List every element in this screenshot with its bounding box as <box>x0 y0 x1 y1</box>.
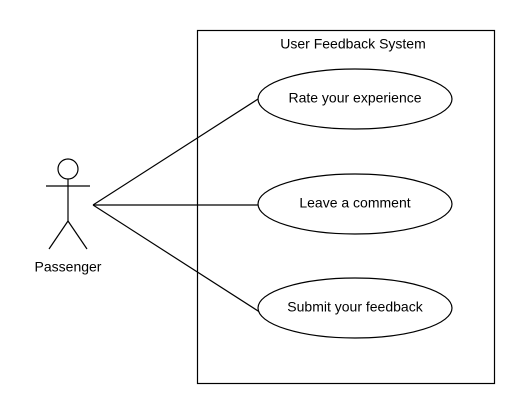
use-case-ellipse <box>257 277 453 339</box>
use-case-ellipse <box>257 173 453 235</box>
actor-name: Passenger <box>35 259 102 275</box>
associations <box>92 82 284 328</box>
actor-left-leg <box>48 220 69 250</box>
use-case-label: Leave a comment <box>299 195 410 211</box>
actor-right-leg <box>67 220 88 250</box>
use-case-rate-experience[interactable]: Rate your experience <box>257 68 453 130</box>
actor-head <box>57 158 79 180</box>
use-case-label: Rate your experience <box>288 90 421 106</box>
association-rate-experience <box>92 82 284 206</box>
use-case-label: Submit your feedback <box>287 299 423 315</box>
use-case-submit-feedback[interactable]: Submit your feedback <box>257 277 453 339</box>
system-boundary: User Feedback System <box>196 29 496 385</box>
actor-icon <box>46 158 90 250</box>
system-boundary-box <box>196 29 496 385</box>
actor-passenger[interactable]: Passenger <box>35 158 102 275</box>
association-submit-feedback <box>92 204 284 328</box>
use-case-leave-comment[interactable]: Leave a comment <box>257 173 453 235</box>
system-title: User Feedback System <box>280 36 426 52</box>
use-case-ellipse <box>257 68 453 130</box>
